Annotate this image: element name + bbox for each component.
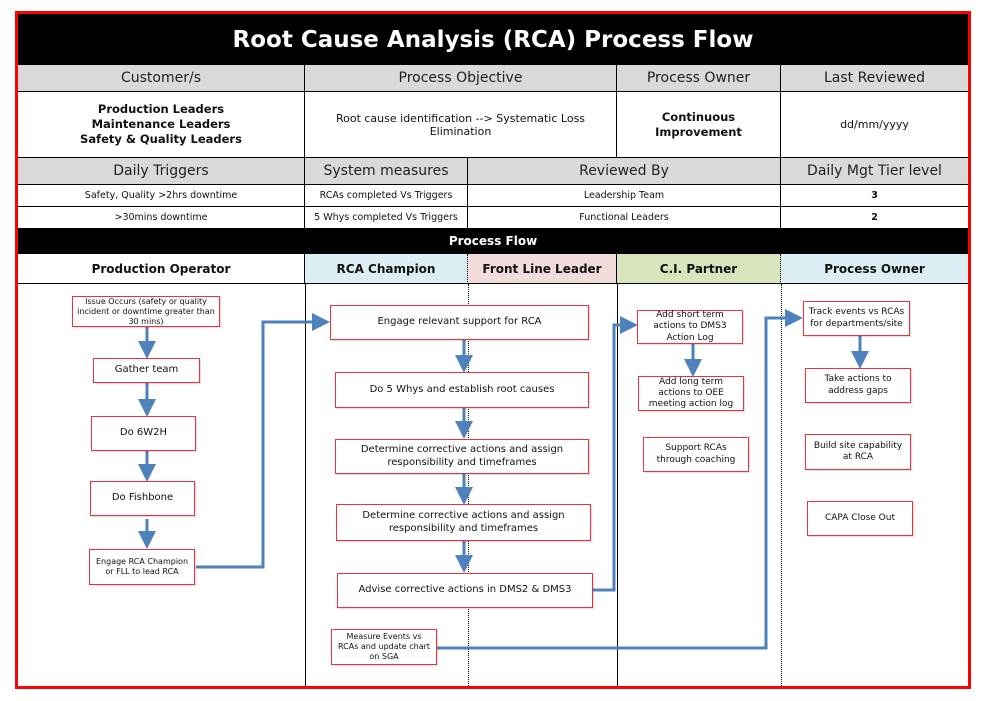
customers-cell: Production Leaders Maintenance Leaders S…	[18, 92, 305, 158]
measure-cell: 5 Whys completed Vs Triggers	[305, 207, 468, 228]
lane-divider-dotted	[781, 284, 782, 686]
step-issue-occurs: Issue Occurs (safety or quality incident…	[72, 296, 220, 327]
customer-item: Safety & Quality Leaders	[80, 131, 242, 146]
lane-ci-partner: C.I. Partner	[617, 254, 781, 284]
document-frame: Root Cause Analysis (RCA) Process Flow C…	[15, 11, 971, 689]
customer-item: Maintenance Leaders	[91, 117, 231, 132]
step-fishbone: Do Fishbone	[90, 481, 195, 516]
step-short-term-actions: Add short term actions to DMS3 Action Lo…	[637, 310, 743, 344]
lane-front-line-leader: Front Line Leader	[468, 254, 617, 284]
step-build-capability: Build site capability at RCA	[805, 434, 911, 470]
header-daily-triggers: Daily Triggers	[18, 158, 305, 185]
step-determine-actions-1: Determine corrective actions and assign …	[335, 439, 589, 474]
step-address-gaps: Take actions to address gaps	[805, 368, 911, 403]
header-objective: Process Objective	[305, 65, 617, 92]
page-title: Root Cause Analysis (RCA) Process Flow	[18, 14, 968, 65]
header-last-reviewed: Last Reviewed	[781, 65, 968, 92]
objective-cell: Root cause identification --> Systematic…	[305, 92, 617, 158]
tier-cell: 3	[781, 185, 968, 207]
step-advise-dms: Advise corrective actions in DMS2 & DMS3	[337, 573, 593, 608]
lane-divider	[305, 284, 306, 686]
lane-process-owner: Process Owner	[781, 254, 968, 284]
step-gather-team: Gather team	[93, 358, 200, 383]
step-engage-support: Engage relevant support for RCA	[330, 305, 589, 340]
step-long-term-actions: Add long term actions to OEE meeting act…	[638, 376, 744, 411]
step-determine-actions-2: Determine corrective actions and assign …	[336, 504, 591, 541]
lane-divider	[617, 284, 618, 686]
step-engage-champion: Engage RCA Champion or FLL to lead RCA	[89, 549, 195, 585]
owner-cell: Continuous Improvement	[617, 92, 781, 158]
lane-rca-champion: RCA Champion	[305, 254, 468, 284]
customer-item: Production Leaders	[97, 102, 225, 117]
step-6w2h: Do 6W2H	[91, 416, 196, 451]
step-capa-close-out: CAPA Close Out	[807, 501, 913, 536]
reviewed-by-cell: Leadership Team	[468, 185, 781, 207]
reviewed-by-cell: Functional Leaders	[468, 207, 781, 228]
step-5-whys: Do 5 Whys and establish root causes	[335, 372, 589, 408]
trigger-cell: Safety, Quality >2hrs downtime	[18, 185, 305, 207]
header-system-measures: System measures	[305, 158, 468, 185]
step-support-coaching: Support RCAs through coaching	[643, 437, 749, 472]
last-reviewed-cell: dd/mm/yyyy	[781, 92, 968, 158]
step-measure-events: Measure Events vs RCAs and update chart …	[331, 629, 437, 665]
header-reviewed-by: Reviewed By	[468, 158, 781, 185]
lane-divider-dotted	[468, 284, 469, 686]
step-track-events: Track events vs RCAs for departments/sit…	[803, 301, 910, 336]
tier-cell: 2	[871, 212, 878, 223]
header-process-owner: Process Owner	[617, 65, 781, 92]
header-customers: Customer/s	[18, 65, 305, 92]
process-flow-header: Process Flow	[18, 228, 968, 254]
lane-production-operator: Production Operator	[18, 254, 305, 284]
trigger-cell: >30mins downtime	[18, 207, 305, 228]
measure-cell: RCAs completed Vs Triggers	[305, 185, 468, 207]
header-tier-level: Daily Mgt Tier level	[781, 158, 968, 185]
